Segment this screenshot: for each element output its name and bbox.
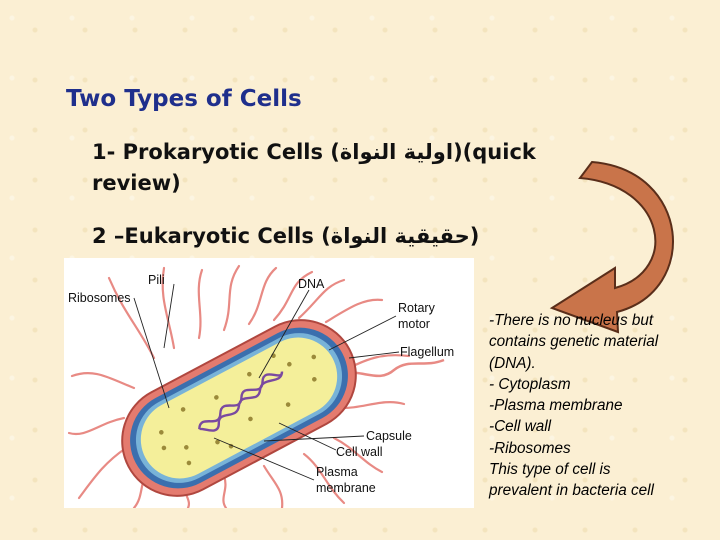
point-eukaryotic: 2 –Eukaryotic Cells (حقيقية النواة) xyxy=(92,224,479,248)
note-line: -There is no nucleus but xyxy=(489,312,654,329)
label-ribosomes: Ribosomes xyxy=(68,291,131,305)
point-prokaryotic: 1- Prokaryotic Cells (اولية النواة)(quic… xyxy=(92,137,612,199)
slide-title: Two Types of Cells xyxy=(66,86,302,112)
note-line: This type of cell is xyxy=(489,461,611,479)
note-line: contains genetic material xyxy=(489,333,659,351)
note-line: -Ribosomes xyxy=(489,439,571,457)
label-rotary: Rotary xyxy=(398,301,436,315)
label-pili: Pili xyxy=(148,273,165,287)
curved-arrow-icon xyxy=(549,160,674,334)
label-cell-wall: Cell wall xyxy=(336,445,383,459)
point-prokaryotic-text: 1- Prokaryotic Cells (اولية النواة)(quic… xyxy=(92,140,536,195)
label-dna: DNA xyxy=(298,277,325,291)
note-line: -Plasma membrane xyxy=(489,397,623,415)
notes-text: -There is no nucleus but contains geneti… xyxy=(489,310,714,502)
point-eukaryotic-text: 2 –Eukaryotic Cells (حقيقية النواة) xyxy=(92,224,480,248)
label-membrane: membrane xyxy=(316,481,376,495)
label-flagellum: Flagellum xyxy=(400,345,454,359)
note-line: (DNA). xyxy=(489,354,536,372)
flagellum xyxy=(343,358,445,378)
leader-lines xyxy=(133,283,400,481)
label-capsule: Capsule xyxy=(366,429,412,443)
note-line: -Cell wall xyxy=(489,418,552,436)
cell-body xyxy=(121,319,357,497)
note-line: prevalent in bacteria cell xyxy=(489,482,654,500)
pili-group xyxy=(67,264,411,508)
note-line: - Cytoplasm xyxy=(489,375,571,393)
label-plasma: Plasma xyxy=(316,465,358,479)
prokaryotic-cell-diagram: Pili Ribosomes DNA Rotary motor Flagellu… xyxy=(64,258,474,508)
label-motor: motor xyxy=(398,317,430,331)
